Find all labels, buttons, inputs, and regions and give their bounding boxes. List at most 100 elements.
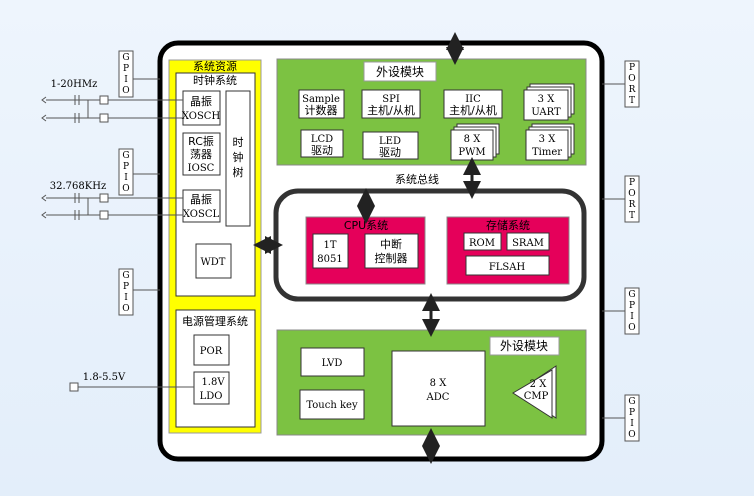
power-management-box: [175, 309, 256, 428]
lcd-line1: LCD: [311, 134, 333, 145]
xoscl-line2: XOSCL: [183, 209, 220, 220]
clock-tree-char2: 钟: [233, 150, 244, 164]
cpu-core-block: [312, 233, 349, 269]
uart-line1: 3 X: [538, 94, 556, 105]
flash-block: [465, 255, 550, 276]
wdt-label: WDT: [201, 257, 226, 268]
bus-arrows: [253, 32, 481, 464]
interrupt-line1: 中断: [380, 237, 402, 251]
led-line1: LED: [379, 136, 401, 147]
iosc-block: [182, 132, 221, 176]
uart-line2: UART: [531, 107, 561, 118]
wdt-block: [195, 243, 232, 279]
iic-block: [443, 89, 503, 119]
system-resources-panel: 系统资源 时钟系统 晶振 XOSCH RC振 荡器 IOSC 晶振 XOSCL …: [168, 59, 262, 434]
peripheral-top-title: 外设模块: [376, 65, 424, 79]
ldo-line2: LDO: [200, 391, 223, 402]
lcd-line2: 驱动: [311, 144, 333, 157]
clock-tree-char3: 树: [233, 165, 244, 179]
sample-counter-block: [298, 89, 345, 119]
uart-block: [523, 89, 569, 121]
memory-system-panel: 存储系统 ROM SRAM FLSAH: [446, 216, 570, 285]
por-block: [193, 334, 230, 366]
por-label: POR: [200, 346, 223, 357]
lvd-label: LVD: [322, 358, 343, 369]
touch-key-block: [299, 389, 365, 420]
clock-tree-block: [225, 90, 251, 227]
peripheral-top-panel: 外设模块 Sample 计数器 SPI 主机/从机 IIC 主机/从机 3 X …: [276, 58, 587, 166]
iic-line1: IIC: [465, 94, 481, 105]
sample-line2: 计数器: [305, 104, 338, 117]
cpu-system-panel: CPU系统 1T 8051 中断 控制器: [305, 216, 426, 285]
ldo-block: [193, 371, 230, 405]
timer-block: [525, 129, 569, 161]
pwm-line1: 8 X: [464, 134, 482, 145]
peripheral-bottom-title: 外设模块: [500, 339, 548, 353]
adc-block: [391, 350, 486, 427]
lcd-driver-block: [300, 129, 344, 158]
clock-system-title: 时钟系统: [193, 73, 237, 87]
xosch-line2: XOSCH: [182, 111, 221, 122]
lvd-block: [300, 347, 365, 377]
spi-line2: 主机/从机: [367, 103, 415, 117]
cpu-core-line2: 8051: [317, 254, 342, 265]
timer-line1: 3 X: [539, 134, 557, 145]
adc-line1: 8 X: [430, 378, 448, 389]
xoscl-block: [182, 189, 221, 223]
peripheral-bottom-panel: 外设模块 LVD Touch key 8 X ADC 2 X CMP: [276, 329, 587, 436]
led-driver-block: [362, 131, 419, 160]
pwm-line2: PWM: [458, 147, 485, 158]
xoscl-line1: 晶振: [190, 192, 212, 206]
clock-tree-char1: 时: [233, 136, 244, 149]
spi-block: [361, 89, 421, 119]
interrupt-controller-block: [364, 233, 419, 269]
crystal-high-freq-label: 1-20HMz: [51, 79, 98, 90]
ldo-line1: 1.8V: [201, 377, 225, 388]
cmp-line1: 2 X: [530, 379, 548, 390]
sample-line1: Sample: [302, 94, 340, 105]
comparator-block: [512, 369, 553, 419]
timer-line2: Timer: [532, 147, 562, 158]
cpu-system-title: CPU系统: [344, 219, 388, 232]
cmp-line2: CMP: [524, 391, 549, 402]
iosc-line2: 荡器: [190, 148, 212, 161]
power-management-title: 电源管理系统: [182, 314, 248, 328]
iosc-line3: IOSC: [188, 163, 215, 174]
cpu-core-line1: 1T: [323, 240, 336, 251]
power-input-wiring: [69, 382, 194, 392]
sram-block: [506, 232, 550, 251]
led-line2: 驱动: [379, 146, 401, 159]
spi-line1: SPI: [382, 94, 400, 105]
rom-block: [463, 232, 502, 251]
system-bus-label: 系统总线: [395, 172, 439, 186]
memory-system-title: 存储系统: [486, 218, 530, 232]
iic-line2: 主机/从机: [449, 103, 497, 117]
system-resources-title: 系统资源: [193, 59, 237, 73]
adc-line2: ADC: [426, 392, 450, 403]
crystal-low-wiring: [41, 193, 183, 220]
touch-key-label: Touch key: [306, 400, 358, 411]
xosch-line1: 晶振: [190, 94, 212, 108]
rom-label: ROM: [469, 238, 495, 249]
sram-label: SRAM: [512, 238, 544, 249]
crystal-low-freq-label: 32.768KHz: [50, 181, 106, 192]
xosch-block: [182, 90, 221, 126]
